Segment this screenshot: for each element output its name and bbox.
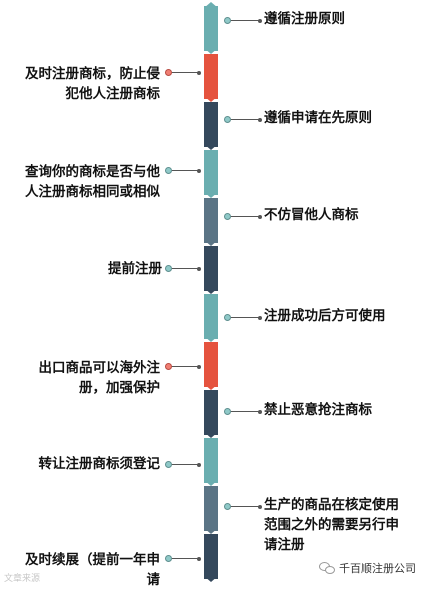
right-connector-end bbox=[258, 409, 262, 414]
timeline-segment-slate bbox=[204, 198, 218, 243]
right-connector-line bbox=[231, 411, 259, 412]
right-item-text: 范围之外的需要另行申 bbox=[264, 517, 399, 533]
left-item-text: 查询你的商标是否与他 bbox=[25, 164, 160, 180]
left-item-text: 犯他人注册商标 bbox=[65, 86, 161, 102]
right-item-text: 遵循申请在先原则 bbox=[264, 110, 372, 126]
right-item-text: 注册成功后方可使用 bbox=[264, 308, 386, 324]
right-connector-end bbox=[258, 315, 262, 320]
right-item-text: 遵循注册原则 bbox=[264, 11, 345, 27]
timeline-segment-teal bbox=[204, 438, 218, 483]
left-connector-end bbox=[197, 70, 201, 75]
left-connector-line bbox=[172, 72, 198, 73]
watermark-right: 千百顺注册公司 bbox=[319, 560, 416, 576]
timeline-segment-navy bbox=[204, 246, 218, 291]
right-connector-end bbox=[258, 214, 262, 219]
right-connector-line bbox=[231, 216, 259, 217]
right-item-text: 生产的商品在核定使用 bbox=[264, 497, 399, 513]
left-item-text: 人注册商标相同或相似 bbox=[25, 184, 160, 200]
timeline-segment-navy bbox=[204, 102, 218, 147]
right-connector-dot bbox=[224, 17, 231, 24]
left-connector-dot bbox=[165, 363, 172, 370]
right-connector-end bbox=[258, 117, 262, 122]
right-connector-dot bbox=[224, 116, 231, 123]
left-connector-end bbox=[197, 462, 201, 467]
timeline-segment-teal bbox=[204, 6, 218, 51]
right-connector-dot bbox=[224, 314, 231, 321]
timeline-segment-red bbox=[204, 342, 218, 387]
timeline-segment-red bbox=[204, 54, 218, 99]
left-connector-end bbox=[197, 364, 201, 369]
right-item-text: 不仿冒他人商标 bbox=[264, 207, 359, 223]
right-connector-end bbox=[258, 504, 262, 509]
timeline-segment-teal bbox=[204, 150, 218, 195]
left-item-text: 请 bbox=[146, 572, 161, 588]
left-connector-end bbox=[197, 168, 201, 173]
right-connector-line bbox=[231, 119, 259, 120]
left-connector-dot bbox=[165, 555, 172, 562]
left-connector-line bbox=[172, 558, 198, 559]
right-connector-dot bbox=[224, 503, 231, 510]
left-item-text: 转让注册商标须登记 bbox=[38, 456, 161, 472]
left-connector-end bbox=[197, 266, 201, 271]
left-item-text: 册，加强保护 bbox=[79, 380, 160, 396]
left-connector-dot bbox=[165, 167, 172, 174]
left-connector-line bbox=[172, 464, 198, 465]
left-connector-line bbox=[172, 366, 198, 367]
left-item-text: 及时注册商标，防止侵 bbox=[25, 66, 160, 82]
left-connector-line bbox=[172, 170, 198, 171]
right-connector-dot bbox=[224, 408, 231, 415]
wechat-icon bbox=[319, 562, 335, 574]
right-connector-line bbox=[231, 20, 259, 21]
left-connector-dot bbox=[165, 69, 172, 76]
left-connector-dot bbox=[165, 265, 172, 272]
right-connector-end bbox=[258, 18, 262, 23]
right-connector-line bbox=[231, 506, 259, 507]
timeline-segment-navy bbox=[204, 390, 218, 435]
timeline-segment-slate bbox=[204, 486, 218, 531]
right-item-text: 请注册 bbox=[264, 537, 305, 553]
left-item-text: 及时续展（提前一年申 bbox=[25, 552, 160, 568]
left-item-text: 提前注册 bbox=[108, 261, 162, 277]
left-connector-dot bbox=[165, 461, 172, 468]
timeline-segment-navy bbox=[204, 534, 218, 579]
watermark-right-text: 千百顺注册公司 bbox=[339, 562, 416, 575]
timeline-segment-teal bbox=[204, 294, 218, 339]
right-connector-dot bbox=[224, 213, 231, 220]
watermark-left: 文章来源 bbox=[4, 574, 41, 584]
left-connector-line bbox=[172, 268, 198, 269]
right-connector-line bbox=[231, 317, 259, 318]
right-item-text: 禁止恶意抢注商标 bbox=[264, 402, 372, 418]
left-connector-end bbox=[197, 556, 201, 561]
left-item-text: 出口商品可以海外注 bbox=[38, 360, 161, 376]
